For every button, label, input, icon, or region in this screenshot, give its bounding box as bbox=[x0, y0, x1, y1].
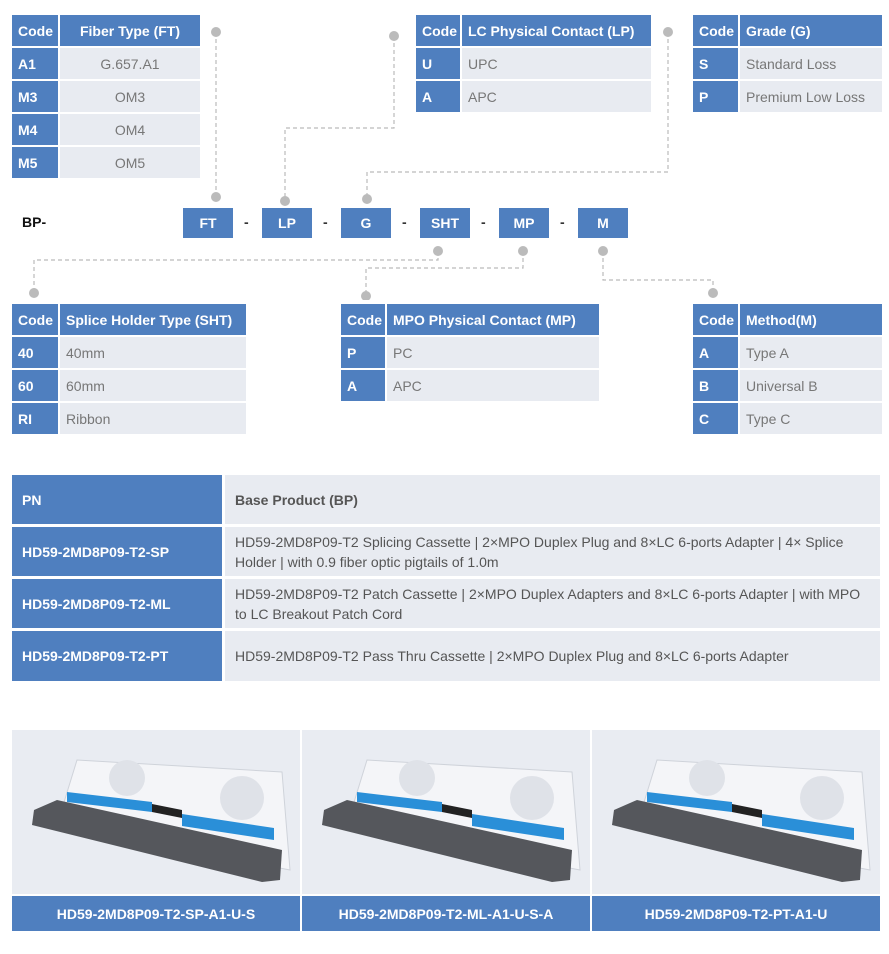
segment-lp: LP bbox=[262, 208, 312, 238]
cassette-illustration bbox=[32, 759, 291, 882]
value-cell: Type A bbox=[740, 337, 882, 368]
separator: - bbox=[481, 214, 486, 230]
product-card: HD59-2MD8P09-T2-SP-A1-U-S bbox=[12, 730, 300, 931]
code-cell: P bbox=[341, 337, 385, 368]
segment-g: G bbox=[341, 208, 391, 238]
product-card: HD59-2MD8P09-T2-ML-A1-U-S-A bbox=[302, 730, 590, 931]
code-header: Code bbox=[12, 15, 58, 46]
value-cell: OM3 bbox=[60, 81, 200, 112]
product-image bbox=[302, 730, 590, 894]
cassette-illustration bbox=[612, 759, 871, 882]
code-cell: A bbox=[416, 81, 460, 112]
value-cell: OM5 bbox=[60, 147, 200, 178]
value-header: Grade (G) bbox=[740, 15, 882, 46]
code-cell: U bbox=[416, 48, 460, 79]
code-cell: C bbox=[693, 403, 738, 434]
code-cell: A bbox=[693, 337, 738, 368]
code-cell: A bbox=[341, 370, 385, 401]
part-number-prefix: BP- bbox=[22, 214, 47, 230]
code-cell: M4 bbox=[12, 114, 58, 145]
value-cell: Type C bbox=[740, 403, 882, 434]
value-cell: PC bbox=[387, 337, 599, 368]
pn-cell: HD59-2MD8P09-T2-ML bbox=[12, 579, 222, 628]
product-image bbox=[592, 730, 880, 894]
value-header: Method(M) bbox=[740, 304, 882, 335]
value-cell: UPC bbox=[462, 48, 651, 79]
code-header: Code bbox=[693, 304, 738, 335]
cassette-illustration bbox=[322, 759, 581, 882]
product-card: HD59-2MD8P09-T2-PT-A1-U bbox=[592, 730, 880, 931]
separator: - bbox=[402, 214, 407, 230]
code-header: Code bbox=[416, 15, 460, 46]
code-cell: S bbox=[693, 48, 738, 79]
segment-mp: MP bbox=[499, 208, 549, 238]
base-product-cell: HD59-2MD8P09-T2 Splicing Cassette | 2×MP… bbox=[225, 527, 880, 576]
value-cell: OM4 bbox=[60, 114, 200, 145]
value-cell: 40mm bbox=[60, 337, 246, 368]
value-cell: Ribbon bbox=[60, 403, 246, 434]
value-header: Fiber Type (FT) bbox=[60, 15, 200, 46]
separator: - bbox=[323, 214, 328, 230]
code-cell: M3 bbox=[12, 81, 58, 112]
segment-ft: FT bbox=[183, 208, 233, 238]
value-cell: Premium Low Loss bbox=[740, 81, 882, 112]
value-cell: 60mm bbox=[60, 370, 246, 401]
segment-sht: SHT bbox=[420, 208, 470, 238]
code-header: Code bbox=[693, 15, 738, 46]
code-cell: 40 bbox=[12, 337, 58, 368]
product-label: HD59-2MD8P09-T2-ML-A1-U-S-A bbox=[302, 896, 590, 931]
value-cell: G.657.A1 bbox=[60, 48, 200, 79]
code-cell: 60 bbox=[12, 370, 58, 401]
base-product-header: Base Product (BP) bbox=[225, 475, 880, 524]
pn-header: PN bbox=[12, 475, 222, 524]
code-cell: P bbox=[693, 81, 738, 112]
value-header: MPO Physical Contact (MP) bbox=[387, 304, 599, 335]
pn-cell: HD59-2MD8P09-T2-PT bbox=[12, 631, 222, 681]
code-cell: RI bbox=[12, 403, 58, 434]
code-header: Code bbox=[341, 304, 385, 335]
value-cell: Standard Loss bbox=[740, 48, 882, 79]
product-label: HD59-2MD8P09-T2-SP-A1-U-S bbox=[12, 896, 300, 931]
code-cell: A1 bbox=[12, 48, 58, 79]
separator: - bbox=[560, 214, 565, 230]
connector-lines bbox=[29, 27, 718, 300]
code-cell: B bbox=[693, 370, 738, 401]
value-cell: APC bbox=[387, 370, 599, 401]
pn-table: PN Base Product (BP) HD59-2MD8P09-T2-SP … bbox=[12, 475, 880, 681]
product-label: HD59-2MD8P09-T2-PT-A1-U bbox=[592, 896, 880, 931]
value-header: LC Physical Contact (LP) bbox=[462, 15, 651, 46]
product-image bbox=[12, 730, 300, 894]
base-product-cell: HD59-2MD8P09-T2 Patch Cassette | 2×MPO D… bbox=[225, 579, 880, 628]
pn-cell: HD59-2MD8P09-T2-SP bbox=[12, 527, 222, 576]
base-product-cell: HD59-2MD8P09-T2 Pass Thru Cassette | 2×M… bbox=[225, 631, 880, 681]
value-header: Splice Holder Type (SHT) bbox=[60, 304, 246, 335]
value-cell: APC bbox=[462, 81, 651, 112]
segment-m: M bbox=[578, 208, 628, 238]
code-header: Code bbox=[12, 304, 58, 335]
code-cell: M5 bbox=[12, 147, 58, 178]
separator: - bbox=[244, 214, 249, 230]
value-cell: Universal B bbox=[740, 370, 882, 401]
